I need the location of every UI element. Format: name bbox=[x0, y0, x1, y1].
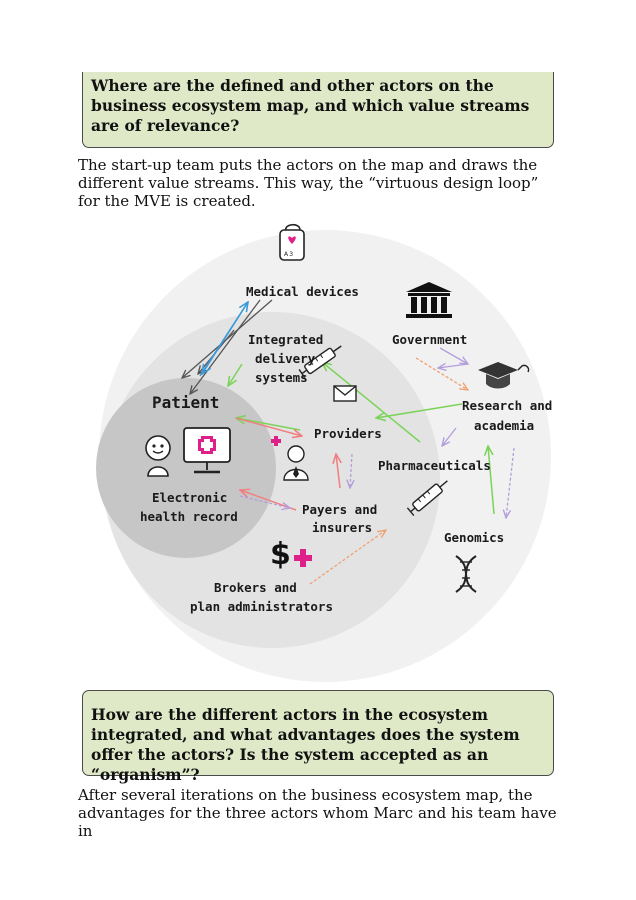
monitor-icon bbox=[183, 427, 231, 474]
arrow-green-4 bbox=[376, 403, 463, 418]
label-government: Government bbox=[392, 332, 467, 347]
dollar-plus-icon: $ bbox=[270, 537, 312, 572]
question-2-text: How are the different actors in the ecos… bbox=[91, 705, 520, 784]
arrow-purple-3 bbox=[439, 347, 468, 364]
arrow-purple-2 bbox=[350, 453, 352, 488]
paragraph-2: After several iterations on the business… bbox=[78, 786, 557, 840]
government-building-icon bbox=[406, 282, 452, 318]
arrow-green-5 bbox=[488, 446, 495, 515]
arrow-orange-1 bbox=[415, 357, 468, 390]
paragraph-1: The start-up team puts the actors on the… bbox=[78, 156, 539, 210]
inner-ecosystem-circle bbox=[96, 378, 276, 558]
arrow-orange-2 bbox=[309, 530, 386, 585]
label-pharmaceuticals: Pharmaceuticals bbox=[378, 458, 491, 473]
question-1-text: Where are the defined and other actors o… bbox=[91, 76, 530, 135]
label-medical-devices: Medical devices bbox=[246, 284, 359, 299]
label-genomics: Genomics bbox=[444, 530, 504, 545]
dollar-sign: $ bbox=[270, 537, 291, 572]
syringe-icon-top bbox=[298, 345, 342, 379]
arrow-purple-6 bbox=[506, 447, 515, 518]
label-payers-2: insurers bbox=[312, 520, 372, 535]
label-providers: Providers bbox=[314, 426, 382, 441]
medical-device-icon: A 3 bbox=[279, 223, 305, 261]
label-payers-1: Payers and bbox=[302, 502, 377, 517]
patient-face-icon bbox=[145, 435, 171, 477]
ecosystem-diagram: A 3 bbox=[96, 223, 552, 682]
arrow-purple-4 bbox=[438, 364, 469, 368]
label-research-2: academia bbox=[474, 418, 534, 433]
syringe-icon-bottom bbox=[406, 480, 448, 516]
arrow-salmon-1 bbox=[235, 417, 302, 436]
question-box-1: Where are the defined and other actors o… bbox=[82, 72, 554, 148]
arrow-salmon-3 bbox=[336, 454, 340, 489]
arrow-blue-2 bbox=[202, 301, 249, 374]
arrow-green-2 bbox=[236, 418, 301, 431]
arrow-green-1 bbox=[228, 363, 243, 386]
device-icon-text: A 3 bbox=[284, 251, 293, 258]
question-box-2: How are the different actors in the ecos… bbox=[82, 690, 554, 784]
provider-doctor-icon bbox=[271, 436, 309, 481]
label-brokers-1: Brokers and bbox=[214, 580, 297, 595]
arrow-purple-1 bbox=[239, 495, 290, 508]
label-research-1: Research and bbox=[462, 398, 552, 413]
label-ehr-2: health record bbox=[140, 509, 238, 524]
label-brokers-2: plan administrators bbox=[190, 599, 333, 614]
arrow-gray-2 bbox=[190, 299, 261, 394]
dna-icon bbox=[455, 555, 477, 593]
label-integrated-3: systems bbox=[255, 370, 308, 385]
envelope-icon bbox=[333, 385, 357, 402]
label-integrated-1: Integrated bbox=[248, 332, 323, 347]
label-patient: Patient bbox=[152, 393, 219, 412]
graduation-cap-icon bbox=[478, 362, 530, 389]
label-ehr-1: Electronic bbox=[152, 490, 227, 505]
value-stream-arrows bbox=[182, 299, 515, 585]
arrow-purple-5 bbox=[442, 427, 457, 446]
label-integrated-2: delivery bbox=[255, 351, 316, 366]
arrow-green-3 bbox=[322, 362, 421, 443]
